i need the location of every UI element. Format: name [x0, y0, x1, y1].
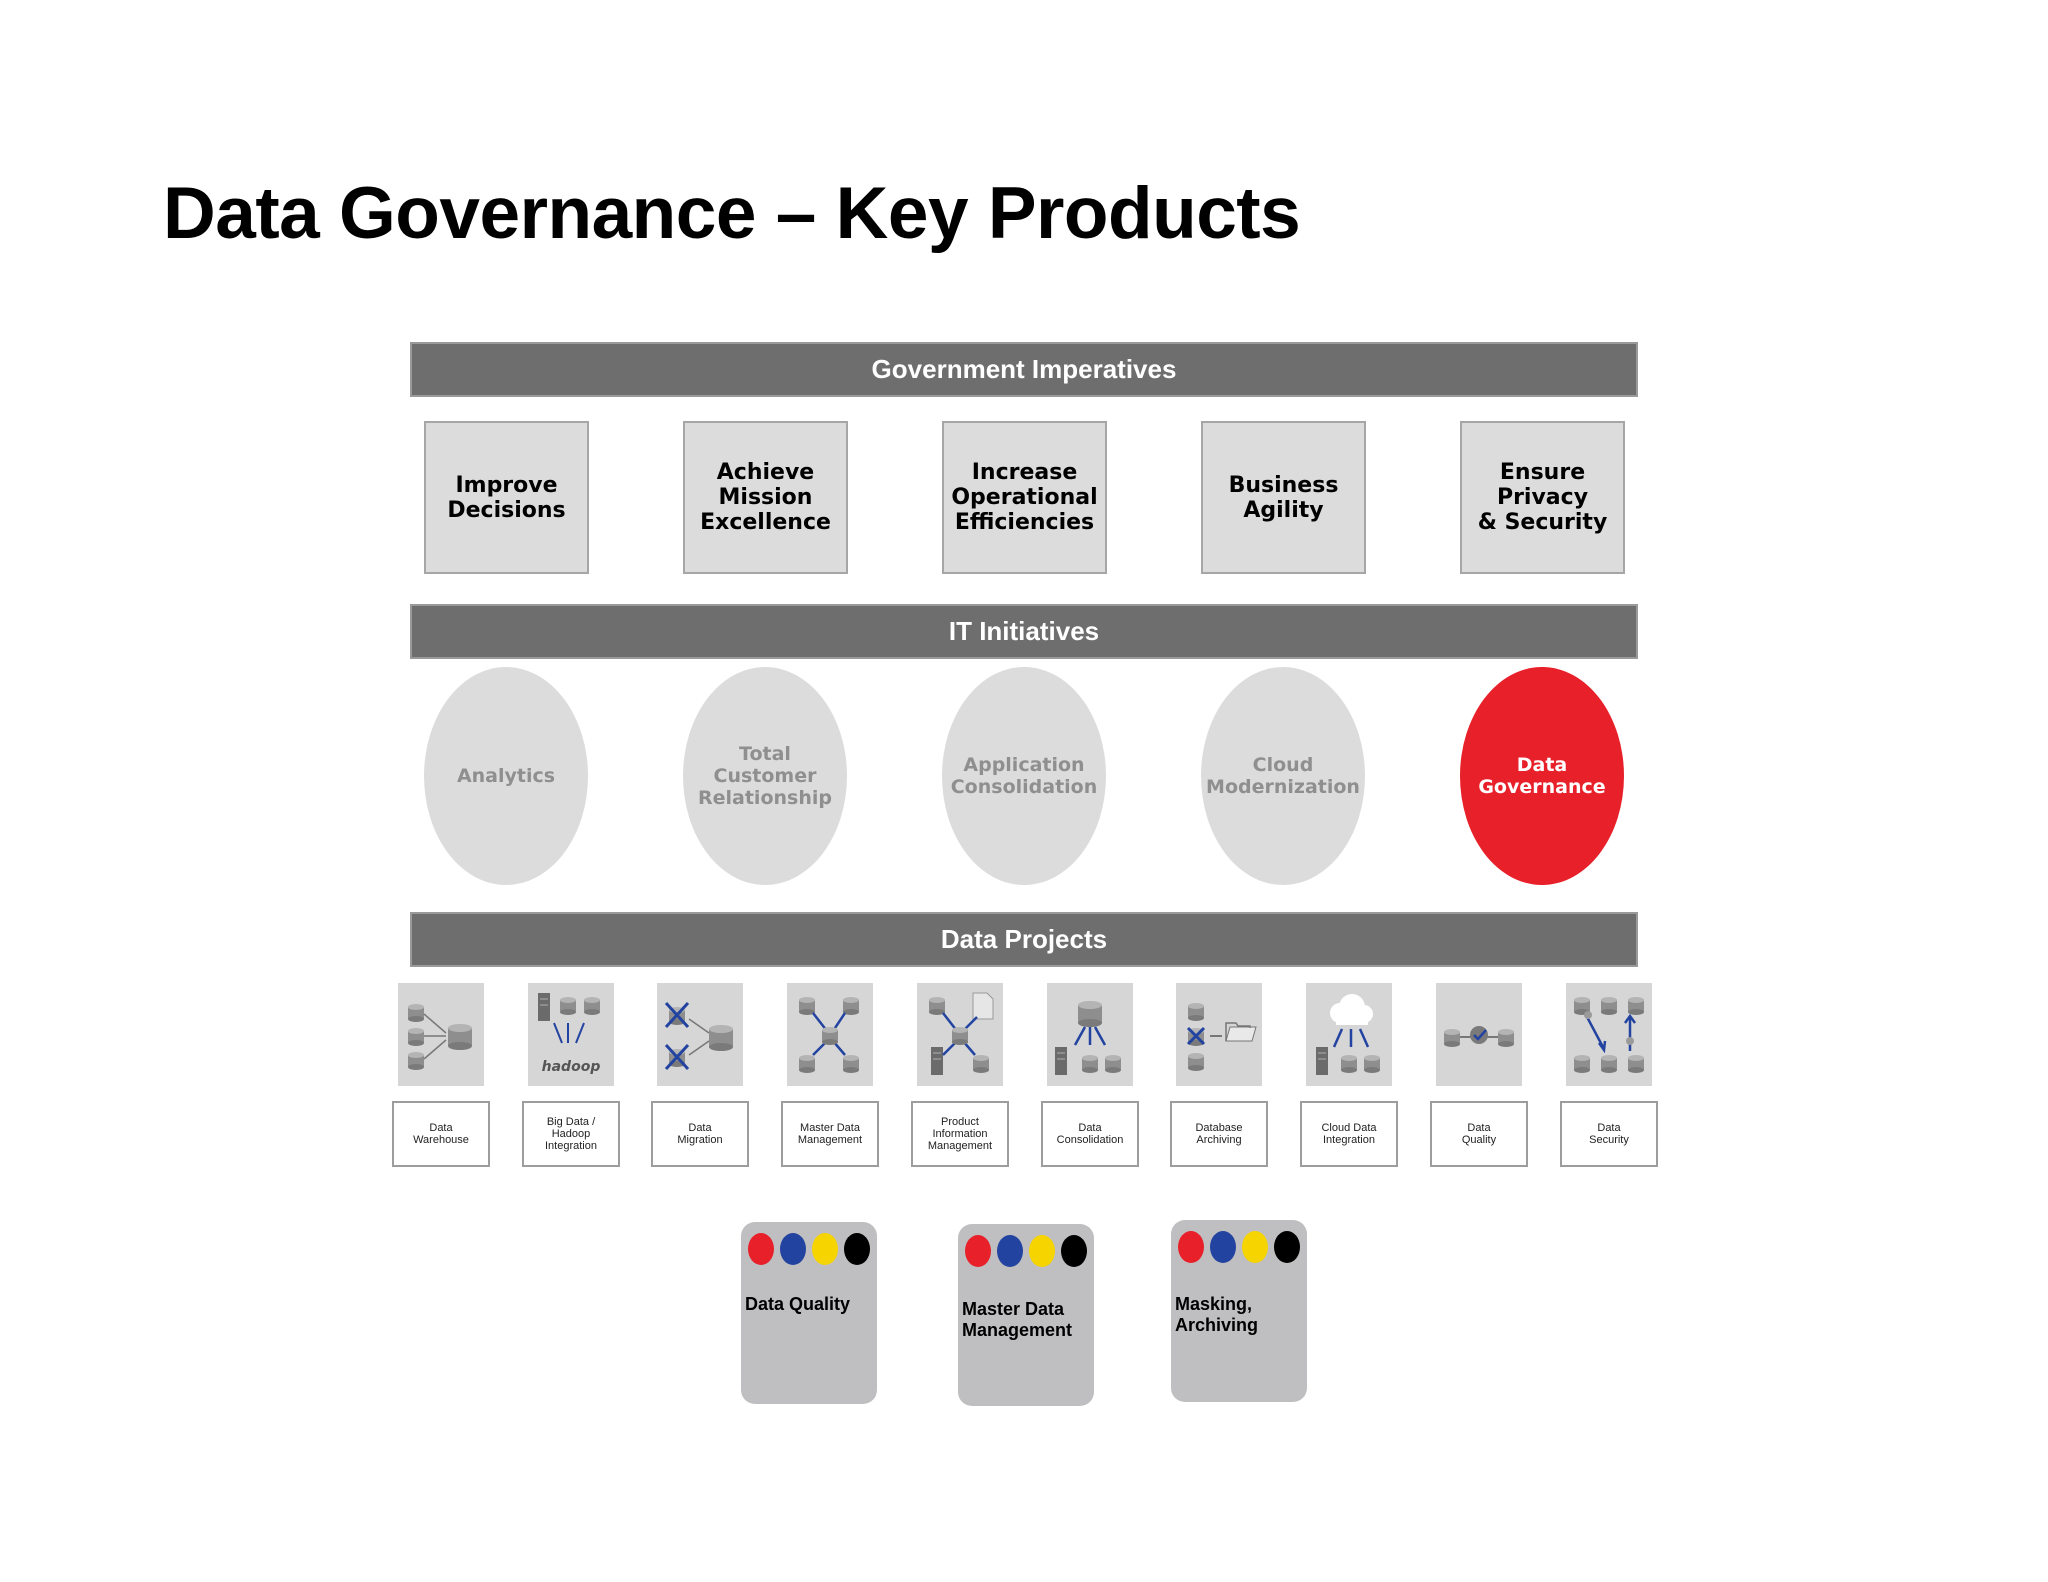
product-label: Master Data Management — [962, 1299, 1073, 1340]
black-dot — [844, 1233, 870, 1265]
project-label-data-warehouse: Data Warehouse — [392, 1101, 490, 1167]
product-label: Data Quality — [745, 1294, 851, 1314]
master-data-icon — [787, 983, 873, 1086]
data-consolidation-icon — [1047, 983, 1133, 1086]
imperative-increase-operational-efficiencies: Increase Operational Efficiencies — [942, 421, 1107, 574]
initiative-application-consolidation: Application Consolidation — [942, 667, 1106, 885]
data-warehouse-icon — [398, 983, 484, 1086]
initiative-analytics: Analytics — [424, 667, 588, 885]
hadoop-logo-text: hadoop — [542, 1059, 601, 1075]
color-dots — [965, 1235, 1087, 1267]
red-dot — [1178, 1231, 1204, 1263]
government-imperatives-header: Government Imperatives — [410, 342, 1638, 397]
yellow-dot — [812, 1233, 838, 1265]
yellow-dot — [1029, 1235, 1055, 1267]
database-archiving-icon — [1176, 983, 1262, 1086]
imperative-ensure-privacy-security: Ensure Privacy & Security — [1460, 421, 1625, 574]
cloud-integration-icon — [1306, 983, 1392, 1086]
imperative-business-agility: Business Agility — [1201, 421, 1366, 574]
product-information-icon — [917, 983, 1003, 1086]
yellow-dot — [1242, 1231, 1268, 1263]
project-label-data-quality: Data Quality — [1430, 1101, 1528, 1167]
project-label-data-consolidation: Data Consolidation — [1041, 1101, 1139, 1167]
product-master-data-management: Master Data Management — [958, 1224, 1094, 1406]
red-dot — [965, 1235, 991, 1267]
initiative-total-customer-relationship: Total Customer Relationship — [683, 667, 847, 885]
project-label-data-security: Data Security — [1560, 1101, 1658, 1167]
black-dot — [1061, 1235, 1087, 1267]
blue-dot — [997, 1235, 1023, 1267]
product-label: Masking, Archiving — [1175, 1294, 1259, 1335]
project-label-product-information-management: Product Information Management — [911, 1101, 1009, 1167]
data-migration-icon — [657, 983, 743, 1086]
blue-dot — [1210, 1231, 1236, 1263]
data-security-icon — [1566, 983, 1652, 1086]
product-data-quality: Data Quality — [741, 1222, 877, 1404]
it-initiatives-header: IT Initiatives — [410, 604, 1638, 659]
color-dots — [1178, 1231, 1300, 1263]
blue-dot — [780, 1233, 806, 1265]
imperative-improve-decisions: Improve Decisions — [424, 421, 589, 574]
color-dots — [748, 1233, 870, 1265]
data-quality-icon — [1436, 983, 1522, 1086]
data-projects-header: Data Projects — [410, 912, 1638, 967]
imperative-achieve-mission-excellence: Achieve Mission Excellence — [683, 421, 848, 574]
red-dot — [748, 1233, 774, 1265]
project-label-database-archiving: Database Archiving — [1170, 1101, 1268, 1167]
project-label-big-data-hadoop: Big Data / Hadoop Integration — [522, 1101, 620, 1167]
product-masking-archiving: Masking, Archiving — [1171, 1220, 1307, 1402]
project-label-data-migration: Data Migration — [651, 1101, 749, 1167]
project-label-cloud-data-integration: Cloud Data Integration — [1300, 1101, 1398, 1167]
hadoop-icon: hadoop — [528, 983, 614, 1086]
initiative-data-governance: Data Governance — [1460, 667, 1624, 885]
project-label-master-data-management: Master Data Management — [781, 1101, 879, 1167]
initiative-cloud-modernization: Cloud Modernization — [1201, 667, 1365, 885]
page-title: Data Governance – Key Products — [163, 173, 1301, 254]
black-dot — [1274, 1231, 1300, 1263]
